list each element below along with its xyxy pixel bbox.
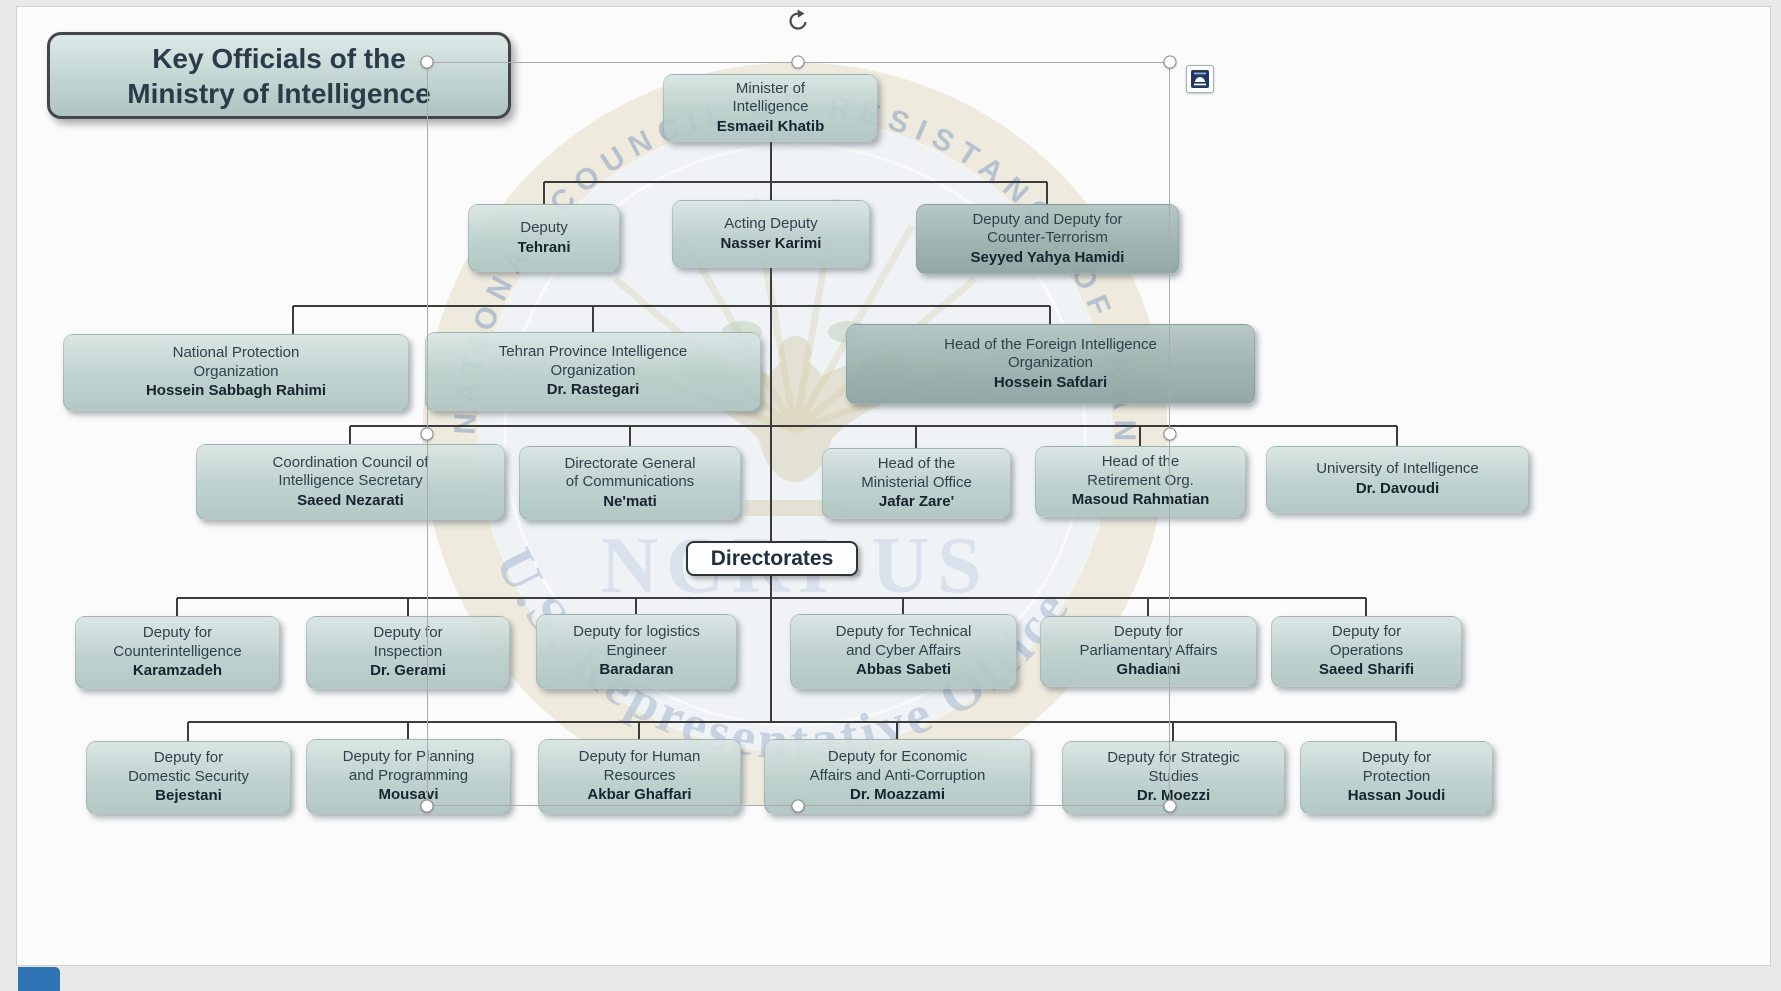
page-artifact <box>18 967 60 991</box>
org-node-title-line: Head of the <box>1101 453 1180 471</box>
org-node-title-line: Deputy for Strategic <box>1107 749 1240 767</box>
chart-title-line-2: Ministry of Intelligence <box>127 77 431 109</box>
chart-title-box: Key Officials of the Ministry of Intelli… <box>47 32 511 119</box>
layout-options-button[interactable] <box>1186 65 1214 93</box>
org-node-title-line: Inspection <box>373 642 443 660</box>
selection-handle-mid-right[interactable] <box>1163 427 1177 441</box>
org-node-person-name: Esmaeil Khatib <box>716 117 825 135</box>
rotate-icon <box>789 9 807 30</box>
org-node-person-name: Hassan Joudi <box>1347 787 1446 805</box>
org-node-title-line: Studies <box>1148 767 1199 785</box>
org-node-person-name: Saeed Sharifi <box>1318 661 1415 679</box>
selection-handle-top-right[interactable] <box>1163 55 1177 69</box>
org-node-title-line: Intelligence <box>732 98 809 116</box>
selection-handle-bottom-left[interactable] <box>420 799 434 813</box>
org-node-title-line: Deputy for <box>1331 623 1402 641</box>
org-node-title-line: Deputy for Economic <box>827 748 968 766</box>
org-node-person-name: Saeed Nezarati <box>297 491 404 509</box>
org-node-title-line: Deputy for Planning <box>342 748 475 766</box>
org-node-person-name: Akbar Ghaffari <box>587 786 692 804</box>
layout-options-icon <box>1191 70 1209 88</box>
org-node-person-name: Ghadiani <box>1116 661 1181 679</box>
rotate-handle[interactable] <box>784 7 812 35</box>
org-node-title-line: Deputy for <box>373 624 443 642</box>
org-node-person-name: Dr. Moazzami <box>849 786 946 804</box>
org-node-title-line: Operations <box>1329 641 1404 659</box>
org-node-title-line: Minister of <box>735 79 806 97</box>
selection-handle-mid-left[interactable] <box>420 427 434 441</box>
chart-title-line-1: Key Officials of the <box>152 42 406 74</box>
org-node-title-line: University of Intelligence <box>1316 460 1479 478</box>
org-node-title-line: Deputy for <box>153 749 224 767</box>
org-node-person-name: Dr. Davoudi <box>1355 480 1440 497</box>
org-node-title-line: Coordination Council of <box>272 453 429 471</box>
selection-handle-bottom-center[interactable] <box>791 799 805 813</box>
org-node-title-line: National Protection <box>172 344 300 362</box>
org-node-title-line: Resources <box>603 766 676 784</box>
org-node-title-line: Protection <box>1362 767 1431 785</box>
org-node-person-name: Masoud Rahmatian <box>1071 491 1210 509</box>
selection-handle-top-left[interactable] <box>420 55 434 69</box>
selection-handle-top-center[interactable] <box>791 55 805 69</box>
org-node-title-line: Organization <box>193 362 279 380</box>
org-node-title-line: Affairs and Anti-Corruption <box>809 766 986 784</box>
org-node-title-line: Parliamentary Affairs <box>1079 641 1218 659</box>
org-node-person-name: Mousavi <box>378 786 439 804</box>
org-node-person-name: Dr. Gerami <box>370 662 446 680</box>
selection-handle-bottom-right[interactable] <box>1163 799 1177 813</box>
org-node-title-line: Domestic Security <box>128 767 249 785</box>
org-node-title-line: Deputy for <box>142 624 213 642</box>
org-node-title-line: and Programming <box>348 766 469 784</box>
selected-image-object[interactable] <box>427 62 1170 806</box>
org-node-title-line: Deputy for <box>1113 623 1184 641</box>
org-node-title-line: Intelligence Secretary <box>278 472 423 490</box>
org-node-person-name: Dr. Moezzi <box>1136 787 1211 805</box>
org-node-title-line: Counterintelligence <box>113 642 242 660</box>
org-node-title-line: Deputy for Human <box>578 748 701 766</box>
org-node-title-line: Deputy for <box>1361 749 1432 767</box>
org-node-person-name: Bejestani <box>155 787 222 805</box>
org-node-person-name: Hossein Sabbagh Rahimi <box>145 382 327 400</box>
org-node-person-name: Karamzadeh <box>132 662 223 680</box>
org-node-title-line: Retirement Org. <box>1087 471 1194 489</box>
